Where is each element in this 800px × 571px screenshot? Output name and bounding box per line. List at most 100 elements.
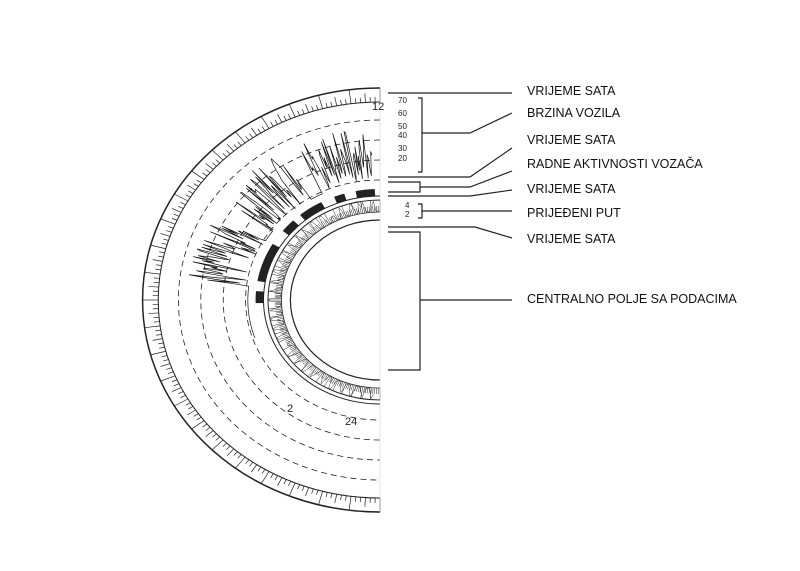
driver-activity-bar <box>259 272 268 277</box>
time-tick <box>148 312 159 314</box>
driver-activity-bar <box>262 262 271 268</box>
time-tick <box>144 271 161 275</box>
driver-activity-bar <box>312 205 318 214</box>
driver-activity-bar <box>265 254 274 260</box>
time-tick <box>188 190 194 194</box>
time-tick <box>160 375 176 382</box>
driver-activity-bar <box>362 189 366 198</box>
driver-activity-bar <box>284 227 292 234</box>
distance-tick <box>331 216 336 222</box>
hour-2: 2 <box>287 403 293 415</box>
time-tick <box>173 383 180 387</box>
time-tick <box>150 350 166 356</box>
distance-tick <box>314 369 320 375</box>
time-tick <box>166 230 172 233</box>
driver-activity-bar <box>288 223 296 230</box>
distance-tick <box>276 316 284 319</box>
driver-activity-bar <box>260 268 269 273</box>
time-tick <box>180 202 186 206</box>
driver-activity-bar <box>269 247 278 253</box>
time-tick <box>191 170 205 180</box>
distance-tick <box>271 273 285 278</box>
distance-tick <box>369 200 372 213</box>
driver-activity-bar <box>267 251 276 257</box>
speed-30: 30 <box>398 144 407 153</box>
time-tick <box>250 127 258 136</box>
driver-activity-bar <box>337 194 343 203</box>
distance-tick <box>294 235 305 244</box>
time-tick <box>163 359 169 362</box>
driver-activity-bar <box>304 210 311 218</box>
label-clock-time-1: VRIJEME SATA <box>527 84 616 98</box>
driver-activity-bar <box>260 266 270 271</box>
time-tick <box>180 394 186 398</box>
distance-tick <box>278 336 291 343</box>
time-tick <box>316 489 319 495</box>
distance-tick <box>322 221 327 227</box>
distance-tick <box>324 220 328 226</box>
time-tick <box>178 391 184 395</box>
driver-activity-bar <box>301 213 308 220</box>
distance-tick <box>271 322 285 327</box>
time-tick <box>196 179 202 184</box>
label-driver-activities: RADNE AKTIVNOSTI VOZAČA <box>527 157 703 171</box>
time-tick <box>277 477 283 486</box>
driver-activity-bar <box>315 204 321 212</box>
label-distance-travelled: PRIJEĐENI PUT <box>527 206 621 220</box>
distance-tick <box>282 332 289 336</box>
driver-activity-bar <box>306 209 314 216</box>
time-tick <box>167 371 174 374</box>
time-tick <box>202 172 208 177</box>
time-tick <box>301 485 305 491</box>
activity-ring-inner <box>263 195 381 405</box>
time-tick <box>348 89 352 104</box>
distance-tick <box>279 326 287 330</box>
distance-4: 4 <box>405 201 410 210</box>
time-tick <box>152 338 163 341</box>
time-tick <box>330 493 333 499</box>
central-field-edge <box>289 219 381 381</box>
distance-tick <box>277 278 285 281</box>
time-tick <box>325 102 328 108</box>
time-tick <box>174 193 189 202</box>
distance-tick <box>287 254 294 258</box>
driver-activity-bar <box>282 229 291 236</box>
distance-tick <box>283 334 290 337</box>
time-tick <box>212 162 217 167</box>
distance-tick <box>314 225 320 231</box>
driver-activity-bar <box>260 267 269 272</box>
time-tick <box>161 355 168 358</box>
time-tick <box>288 481 292 486</box>
distance-tick <box>360 201 364 214</box>
time-tick <box>345 495 347 501</box>
time-tick <box>311 106 314 112</box>
time-tick <box>222 153 227 158</box>
distance-tick <box>278 257 291 264</box>
driver-activity-bar <box>359 190 363 198</box>
distance-tick <box>323 213 331 224</box>
time-tick <box>235 456 246 469</box>
distance-tick <box>369 387 372 400</box>
time-tick <box>354 98 357 104</box>
driver-activity-bar <box>338 194 344 202</box>
time-tick <box>325 492 328 498</box>
time-tick <box>166 367 172 370</box>
driver-activity-bar <box>342 193 347 201</box>
distance-tick <box>269 315 283 318</box>
time-tick <box>311 488 314 494</box>
distance-tick <box>330 377 334 384</box>
time-tick <box>340 100 342 106</box>
time-tick <box>245 136 250 141</box>
distance-tick <box>342 382 345 388</box>
time-tick <box>348 496 352 511</box>
driver-activity-bar <box>258 273 267 278</box>
driver-activity-bar <box>319 202 326 210</box>
distance-tick <box>313 226 319 232</box>
hour-12-inner: 24 <box>345 416 357 428</box>
distance-tick <box>292 348 299 353</box>
driver-activity-bar <box>341 193 346 202</box>
distance-tick <box>283 261 291 265</box>
speed-70: 70 <box>398 96 407 105</box>
speed-50: 50 <box>398 122 407 131</box>
time-tick <box>193 183 199 187</box>
